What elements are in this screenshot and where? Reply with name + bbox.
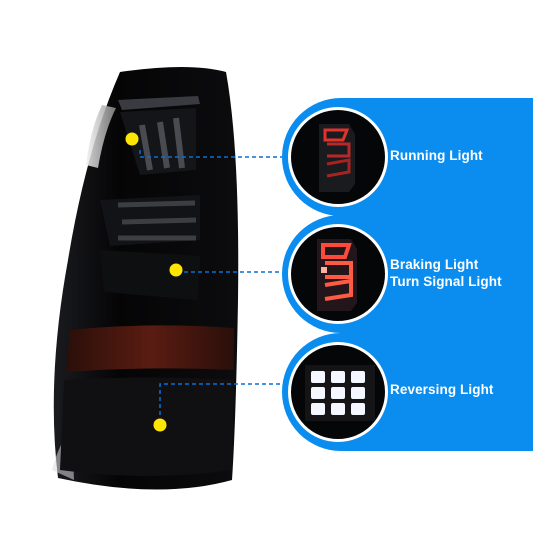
callout-braking-turn-signal: Braking Light Turn Signal Light	[282, 215, 533, 333]
braking-turn-signal-icon	[288, 224, 388, 324]
callout-reversing-light: Reversing Light	[282, 333, 533, 451]
marker-reversing-light	[153, 418, 167, 432]
marker-running-light	[125, 132, 139, 146]
reversing-light-icon	[288, 342, 388, 442]
callout-running-light: Running Light	[282, 98, 533, 216]
tail-light-housing	[52, 67, 239, 490]
braking-turn-signal-label: Braking Light Turn Signal Light	[390, 257, 502, 289]
reversing-light-label: Reversing Light	[390, 382, 494, 397]
leader-line-running-light	[139, 150, 282, 158]
leader-line-reversing-light	[159, 383, 282, 415]
running-light-label: Running Light	[390, 148, 483, 163]
marker-braking-turn-signal	[169, 263, 183, 277]
running-light-icon	[288, 107, 388, 207]
